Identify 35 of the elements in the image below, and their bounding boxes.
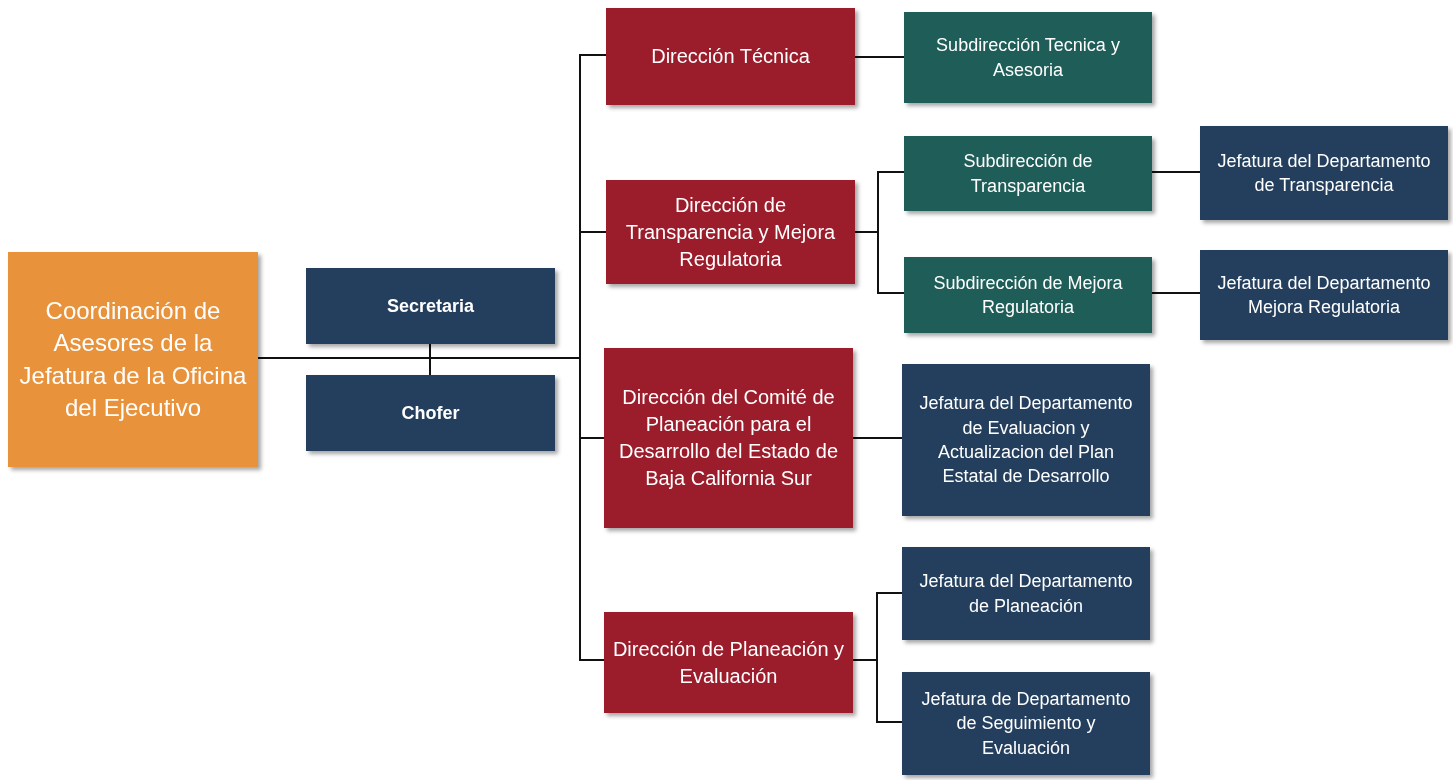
department-box: [902, 672, 1150, 775]
direction-box: [604, 348, 853, 528]
connector-line: [852, 437, 903, 439]
department-box: [306, 268, 555, 344]
node-label: Subdirección de Transparencia: [962, 150, 1094, 198]
direction-box: [604, 612, 853, 713]
subdirection-box: [904, 136, 1152, 211]
node-label: Dirección de Planeación y Evaluación: [612, 636, 845, 689]
department-box: [902, 547, 1150, 640]
node-label: Jefatura del Departamento de Transparencia: [1216, 149, 1432, 197]
node-label: Chofer: [401, 401, 460, 425]
direction-box: [606, 180, 855, 284]
node-label: Subdirección de Mejora Regulatoria: [932, 271, 1124, 319]
department-box: [1200, 250, 1448, 340]
node-label: Jefatura del Departamento de Planeación: [918, 570, 1134, 618]
connector-line: [852, 659, 903, 723]
subdirection-box: [904, 12, 1152, 103]
department-box: [1200, 126, 1448, 220]
node-label: Jefatura de Departamento de Seguimiento y Evaluación: [920, 688, 1132, 760]
node-label: Secretaria: [386, 294, 475, 318]
direction-box: [606, 8, 855, 105]
connector-line: [1151, 171, 1201, 173]
node-label: Dirección de Transparencia y Mejora Regulatoria: [624, 192, 837, 272]
coordination-box: [8, 252, 258, 467]
connector-line: [1151, 292, 1201, 294]
node-label: Subdirección Tecnica y Asesoria: [935, 34, 1121, 82]
subdirection-box: [904, 257, 1152, 333]
node-label: Dirección Técnica: [651, 44, 810, 69]
connector-line: [854, 56, 905, 58]
node-label: Coordinación de Asesores de la Jefatura de la Oficina del Ejecutivo: [18, 295, 248, 423]
department-box: [306, 375, 555, 451]
node-label: Jefatura del Departamento Mejora Regulatoria: [1216, 271, 1432, 319]
department-box: [902, 364, 1150, 516]
node-label: Jefatura del Departamento de Evaluacion y Actualizacion del Plan Estatal de Desarrollo: [918, 392, 1134, 489]
node-label: Dirección del Comité de Planeación para el Desarrollo del Estado de Baja California Sur: [618, 385, 839, 491]
